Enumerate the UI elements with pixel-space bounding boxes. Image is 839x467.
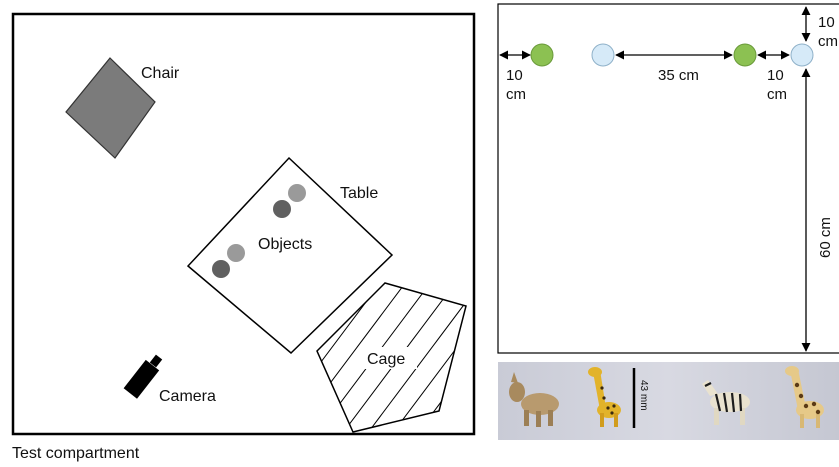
object-circle-light <box>227 244 245 262</box>
table-label: Table <box>340 185 378 202</box>
middle-gap-label: 35 cm <box>658 67 699 84</box>
camera-icon <box>123 354 163 399</box>
object-circle-dark <box>273 200 291 218</box>
object-circle-dark <box>212 260 230 278</box>
zebra-toy-image <box>702 380 750 425</box>
scale-bar-label: 43 mm <box>638 380 649 411</box>
cage-label: Cage <box>367 351 405 368</box>
top-gap-unit: cm <box>818 33 838 50</box>
height-label: 60 cm <box>817 217 834 258</box>
chair-shape <box>65 57 156 159</box>
table-shape <box>186 156 394 355</box>
donkey-toy-image <box>509 372 559 427</box>
left-gap-unit: cm <box>506 86 526 103</box>
arena-frame <box>497 3 839 354</box>
objects-label: Objects <box>258 236 312 253</box>
chair-label: Chair <box>141 65 180 82</box>
blue-object-circle <box>591 43 615 67</box>
left-gap-value: 10 <box>506 67 523 84</box>
top-gap-value: 10 <box>818 14 835 31</box>
giraffe-toy-image <box>588 367 621 427</box>
cage-label-background <box>365 347 417 369</box>
green-object-circle <box>530 43 554 67</box>
figure-caption: Test compartment <box>12 445 140 462</box>
object-circle-light <box>288 184 306 202</box>
giraffe-toy-image <box>785 366 824 428</box>
green-object-circle <box>733 43 757 67</box>
blue-object-circle <box>790 43 814 67</box>
right-gap-value: 10 <box>767 67 784 84</box>
right-gap-unit: cm <box>767 86 787 103</box>
camera-label: Camera <box>159 388 216 405</box>
